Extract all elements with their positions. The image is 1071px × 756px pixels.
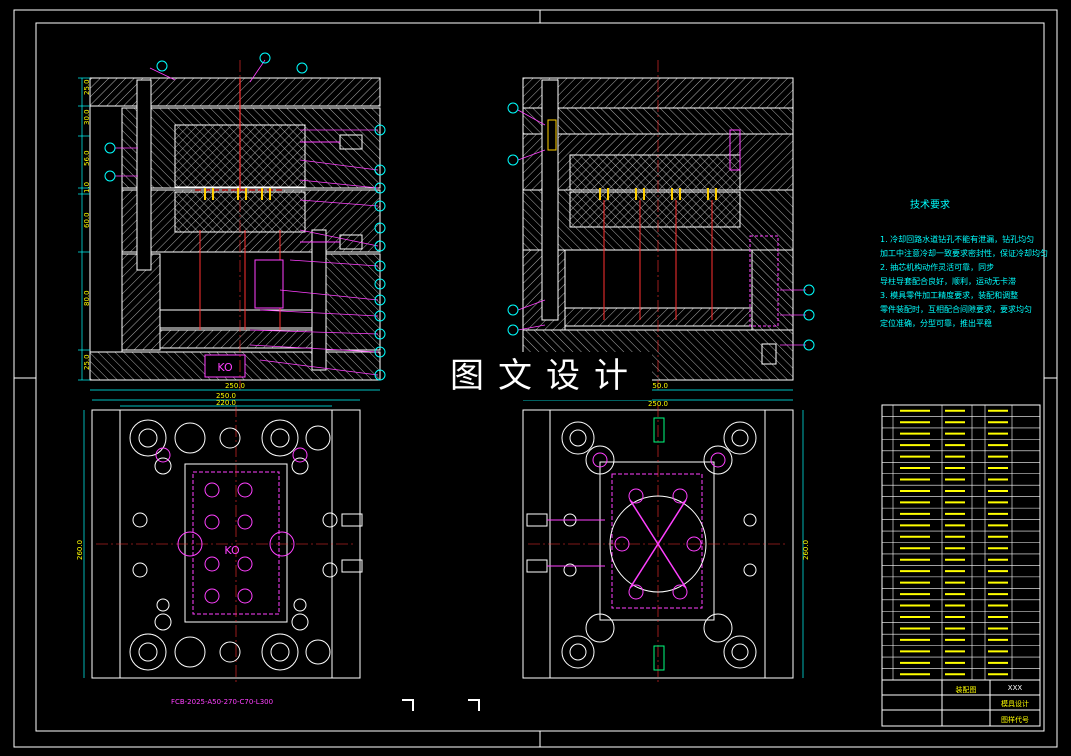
technical-requirements: 技术要求 1. 冷却回路水道钻孔不能有泄漏，钻孔均匀 加工中注意冷却一致要求密封… [880,198,1048,328]
plan-view-right: 250.0 260.0 [522,399,810,685]
title-drawing-name: 装配图 [956,685,977,694]
requirements-title: 技术要求 [910,198,950,211]
dim-plan-left-inner: 220.0 [216,399,236,407]
dim-top-right-width: 250.0 [648,382,668,390]
title-code-label: 图样代号 [1001,715,1029,724]
dim-side-c: 56.0 [83,150,91,166]
spacer-block-right [321,253,381,351]
requirement-line-2: 加工中注意冷却一致要求密封性，保证冷却均匀 [880,248,1048,258]
title-block: 装配图 XXX 模具设计 图样代号 [881,679,1041,727]
guide-pillar-left [136,79,152,271]
title-school: 模具设计 [1001,699,1029,708]
dim-side-d: 1.0 [83,182,91,193]
plan-view-left: KO 250.0 220.0 260.0 FCB-2025-A50-270-C7… [76,392,363,706]
requirement-line-1: 1. 冷却回路水道钻孔不能有泄漏，钻孔均匀 [880,234,1034,244]
ko-label-left: KO [217,361,233,374]
dim-side-b: 30.0 [83,109,91,125]
guide-pillar-right [311,229,327,371]
bill-of-materials [881,404,1041,681]
top-clamp-plate [89,77,381,107]
requirement-line-4: 导柱导套配合良好，顺利，运动无卡滞 [880,276,1016,286]
requirement-line-6: 零件装配时，互相配合间隙要求，要求均匀 [880,304,1032,314]
ko-box-left [204,354,246,378]
dim-plan-left-height: 260.0 [76,540,84,560]
balloon-callouts-left [115,59,379,376]
section-view-left: KO [78,52,386,391]
ejector-plate [159,329,323,349]
title-company: XXX [1008,684,1023,692]
dim-side-f: 80.0 [83,290,91,306]
dim-side-a: 25.0 [83,79,91,95]
dim-plan-right-height: 260.0 [802,540,810,560]
watermark-banner: 图文设计 [440,352,652,400]
requirement-line-5: 3. 模具零件加工精度要求，装配和调整 [880,290,1018,300]
dim-top-left-width: 250.0 [225,382,245,390]
dim-plan-left-outer: 250.0 [216,392,236,400]
requirement-line-7: 定位准确，分型可靠，推出平稳 [880,318,992,328]
side-dimensions-left [78,77,90,381]
ejector-retainer [159,309,323,329]
dim-side-e: 60.0 [83,212,91,228]
frame-ticks [14,10,1057,747]
ko-label-plan: KO [224,544,240,557]
dim-plan-right-outer: 250.0 [648,400,668,408]
balloons-left [104,52,386,381]
section-view-right: 250.0 [507,60,815,391]
section-markers [402,699,480,711]
dim-side-g: 25.0 [83,354,91,370]
requirement-line-3: 2. 抽芯机构动作灵活可靠，同步 [880,262,994,272]
spec-code: FCB-2025-A50-270-C70-L300 [171,698,273,706]
